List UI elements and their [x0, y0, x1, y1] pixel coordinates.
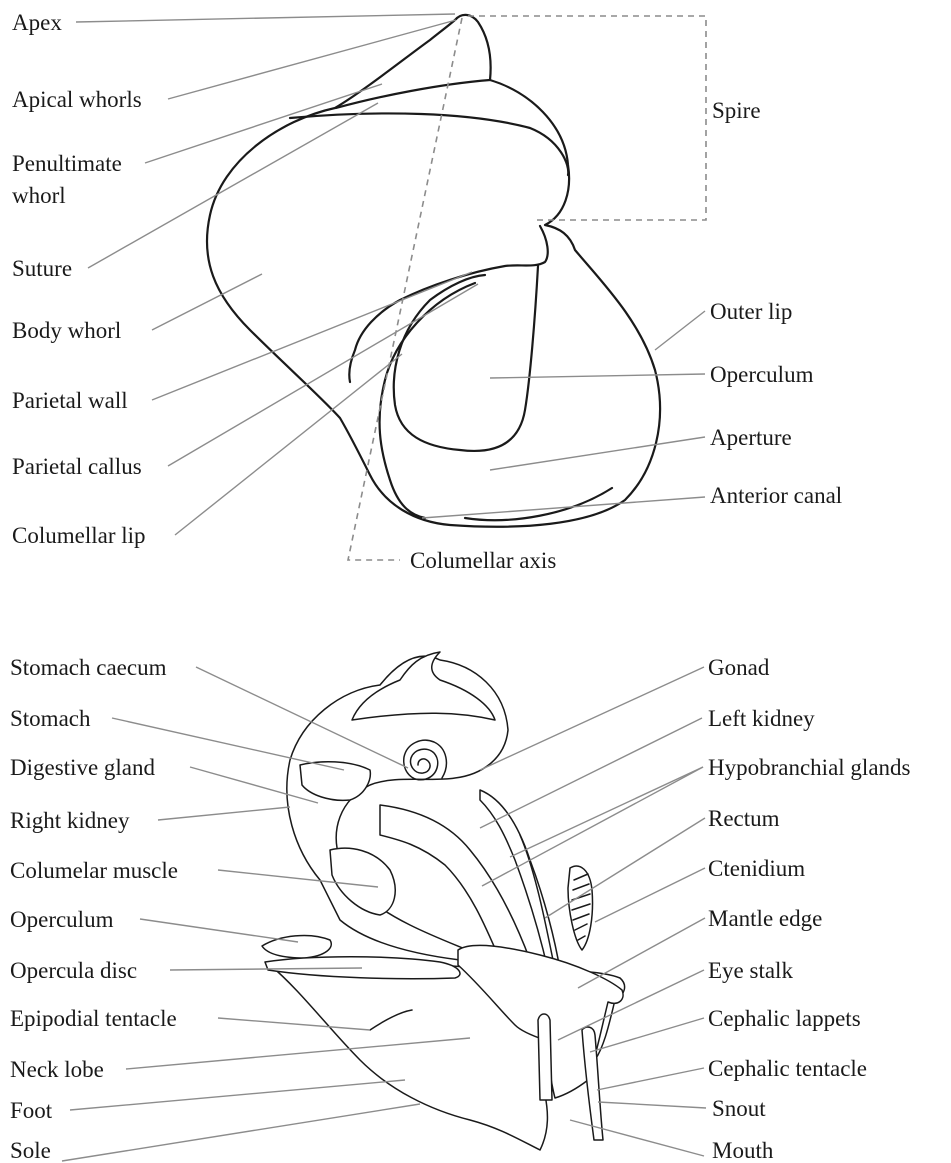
label-cephalic-lappets: Cephalic lappets — [708, 1006, 861, 1031]
label-parietal-callus: Parietal callus — [12, 454, 142, 479]
label-snout: Snout — [712, 1096, 766, 1121]
label-apical-whorls: Apical whorls — [12, 87, 142, 112]
apical-suture — [336, 80, 490, 108]
shell-outline — [207, 15, 660, 527]
label-penultimate-whorl-2: whorl — [12, 183, 66, 208]
label-mouth: Mouth — [712, 1138, 774, 1163]
label-suture: Suture — [12, 256, 72, 281]
label-operculum-shell: Operculum — [710, 362, 814, 387]
label-spire: Spire — [712, 98, 761, 123]
label-columelar-muscle: Columelar muscle — [10, 858, 178, 883]
label-rectum: Rectum — [708, 806, 780, 831]
label-anterior-canal: Anterior canal — [710, 483, 842, 508]
label-stomach-caecum: Stomach caecum — [10, 655, 167, 680]
label-sole: Sole — [10, 1138, 51, 1163]
shell-labels: Apex Apical whorls Penultimate whorl Sut… — [12, 10, 842, 573]
eye-stalk-shape — [538, 1014, 552, 1100]
label-penultimate-whorl-1: Penultimate — [12, 151, 122, 176]
label-ctenidium: Ctenidium — [708, 856, 805, 881]
spire-bracket — [468, 16, 706, 220]
label-columellar-axis: Columellar axis — [410, 548, 556, 573]
label-columellar-lip: Columellar lip — [12, 523, 146, 548]
label-foot: Foot — [10, 1098, 53, 1123]
label-left-kidney: Left kidney — [708, 706, 815, 731]
label-cephalic-tentacle: Cephalic tentacle — [708, 1056, 867, 1081]
label-opercula-disc: Opercula disc — [10, 958, 137, 983]
label-parietal-wall: Parietal wall — [12, 388, 128, 413]
label-epipodial-tentacle: Epipodial tentacle — [10, 1006, 177, 1031]
label-stomach: Stomach — [10, 706, 91, 731]
label-operculum-anatomy: Operculum — [10, 907, 114, 932]
label-mantle-edge: Mantle edge — [708, 906, 822, 931]
label-outer-lip: Outer lip — [710, 299, 792, 324]
label-apex: Apex — [12, 10, 62, 35]
label-aperture: Aperture — [710, 425, 792, 450]
body-suture — [290, 113, 568, 175]
label-body-whorl: Body whorl — [12, 318, 121, 343]
label-neck-lobe: Neck lobe — [10, 1057, 104, 1082]
label-eye-stalk: Eye stalk — [708, 958, 793, 983]
label-gonad: Gonad — [708, 655, 770, 680]
label-digestive-gland: Digestive gland — [10, 755, 155, 780]
shoulder-line — [349, 226, 547, 382]
label-hypobranchial-glands: Hypobranchial glands — [708, 755, 911, 780]
shell-leader-lines — [76, 14, 705, 535]
label-right-kidney: Right kidney — [10, 808, 130, 833]
anatomy-drawing — [262, 652, 625, 1150]
shell-drawing — [207, 15, 660, 527]
